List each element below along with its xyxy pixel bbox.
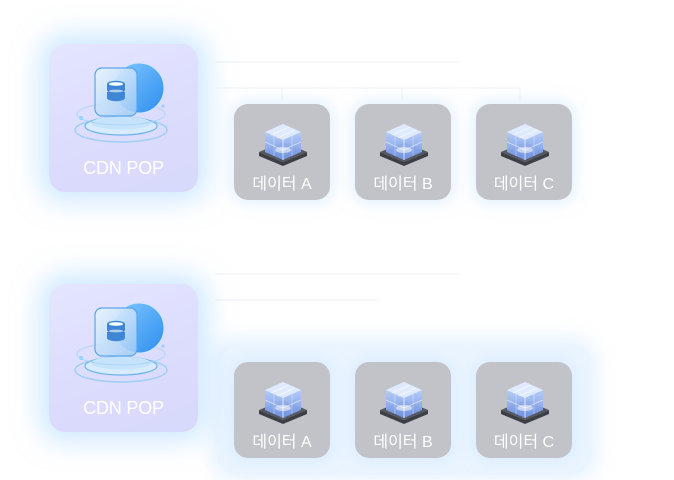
data-card-label: 데이터 A — [252, 434, 312, 451]
data-card-label: 데이터 C — [493, 434, 555, 451]
data-cube-icon — [497, 370, 553, 428]
data-cube-icon — [255, 370, 311, 428]
database-orb-icon — [69, 296, 179, 388]
data-card-label: 데이터 B — [373, 434, 433, 451]
data-cube-icon — [376, 370, 432, 428]
data-card-label: 데이터 A — [252, 176, 312, 193]
data-card-b-top: 데이터 B — [355, 104, 451, 200]
data-cube-icon — [376, 112, 432, 170]
cdn-pop-card-top: CDN POP — [49, 44, 198, 192]
data-card-b-bottom: 데이터 B — [355, 362, 451, 458]
data-cube-icon — [255, 112, 311, 170]
cdn-pop-label: CDN POP — [83, 158, 164, 178]
data-card-label: 데이터 B — [373, 176, 433, 193]
data-card-label: 데이터 C — [493, 176, 555, 193]
data-card-c-top: 데이터 C — [476, 104, 572, 200]
cdn-pop-card-bottom: CDN POP — [49, 284, 198, 432]
data-card-c-bottom: 데이터 C — [476, 362, 572, 458]
data-card-a-top: 데이터 A — [234, 104, 330, 200]
cdn-pop-label: CDN POP — [83, 398, 164, 418]
database-orb-icon — [69, 56, 179, 148]
data-cube-icon — [497, 112, 553, 170]
data-card-a-bottom: 데이터 A — [234, 362, 330, 458]
